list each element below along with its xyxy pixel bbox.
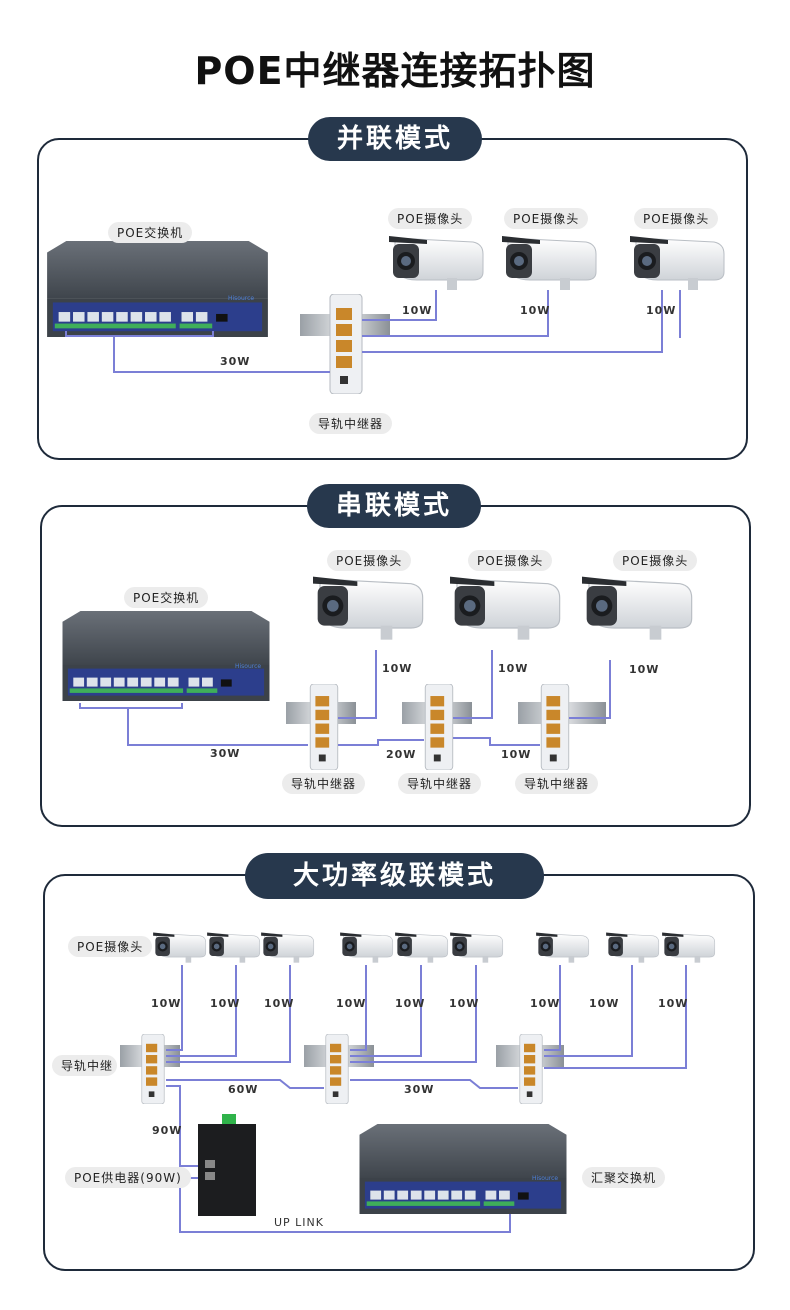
serial-watt-c2: 10W — [498, 662, 529, 675]
parallel-watt-c3: 10W — [646, 304, 677, 317]
cascade-watt-5: 10W — [395, 997, 426, 1010]
parallel-repeater — [329, 294, 363, 394]
parallel-watt-c1: 10W — [402, 304, 433, 317]
serial-repeater-label-3: 导轨中继器 — [515, 773, 599, 794]
cascade-watt-injector: 90W — [152, 1124, 183, 1137]
serial-switch-brand: Hisource — [235, 663, 261, 670]
serial-camera-label-1: POE摄像头 — [327, 550, 412, 571]
parallel-camera-3 — [629, 235, 725, 291]
cascade-watt-4: 10W — [336, 997, 367, 1010]
serial-watt-c3: 10W — [629, 663, 660, 676]
injector-label: POE供电器(90W) — [65, 1167, 191, 1188]
cascade-watt-1: 10W — [151, 997, 182, 1010]
parallel-poe-switch — [47, 241, 268, 337]
cascade-camera-label: POE摄像头 — [68, 936, 153, 957]
serial-camera-2 — [449, 576, 561, 641]
cascade-watt-link-a: 60W — [228, 1083, 259, 1096]
cascade-heading: 大功率级联模式 — [245, 853, 544, 899]
serial-watt-link1: 20W — [386, 748, 417, 761]
cascade-repeater-2 — [325, 1034, 349, 1104]
cascade-watt-7: 10W — [530, 997, 561, 1010]
parallel-watt-c2: 10W — [520, 304, 551, 317]
parallel-switch-label: POE交换机 — [108, 222, 193, 243]
serial-camera-1 — [312, 576, 424, 641]
cascade-watt-6: 10W — [449, 997, 480, 1010]
cascade-watt-2: 10W — [210, 997, 241, 1010]
parallel-camera-1 — [388, 235, 484, 291]
parallel-camera-label-2: POE摄像头 — [504, 208, 589, 229]
serial-camera-label-3: POE摄像头 — [613, 550, 698, 571]
aggregation-switch — [359, 1124, 567, 1214]
poe-injector — [198, 1114, 256, 1216]
serial-repeater-2 — [424, 684, 454, 770]
serial-camera-3 — [581, 576, 693, 641]
serial-cables — [79, 650, 611, 746]
serial-camera-label-2: POE摄像头 — [468, 550, 553, 571]
parallel-switch-brand: Hisource — [228, 295, 254, 302]
cascade-cameras — [152, 932, 716, 963]
cascade-repeater-1 — [141, 1034, 165, 1104]
page-title: POE中继器连接拓扑图 — [194, 49, 596, 93]
serial-heading: 串联模式 — [307, 484, 481, 528]
serial-repeater-label-1: 导轨中继器 — [282, 773, 366, 794]
parallel-repeater-label: 导轨中继器 — [309, 413, 393, 434]
cascade-watt-8: 10W — [589, 997, 620, 1010]
serial-repeater-label-2: 导轨中继器 — [398, 773, 482, 794]
cascade-watt-9: 10W — [658, 997, 689, 1010]
cascade-cables — [166, 965, 687, 1233]
cascade-watt-3: 10W — [264, 997, 295, 1010]
serial-watt-uplink: 30W — [210, 747, 241, 760]
serial-repeater-3 — [540, 684, 570, 770]
serial-watt-c1: 10W — [382, 662, 413, 675]
serial-repeater-1 — [309, 684, 339, 770]
parallel-cables — [65, 290, 681, 373]
serial-switch-label: POE交换机 — [124, 587, 209, 608]
uplink-label: UP LINK — [274, 1216, 324, 1229]
parallel-watt-uplink: 30W — [220, 355, 251, 368]
parallel-heading: 并联模式 — [308, 117, 482, 161]
agg-switch-brand: Hisource — [532, 1175, 558, 1182]
cascade-watt-link-b: 30W — [404, 1083, 435, 1096]
cascade-repeater-3 — [519, 1034, 543, 1104]
parallel-camera-2 — [501, 235, 597, 291]
parallel-camera-label-1: POE摄像头 — [388, 208, 473, 229]
parallel-camera-label-3: POE摄像头 — [634, 208, 719, 229]
serial-watt-link2: 10W — [501, 748, 532, 761]
serial-poe-switch — [62, 611, 270, 701]
agg-switch-label: 汇聚交换机 — [582, 1167, 666, 1188]
cascade-repeater-label: 导轨中继 — [52, 1055, 118, 1076]
